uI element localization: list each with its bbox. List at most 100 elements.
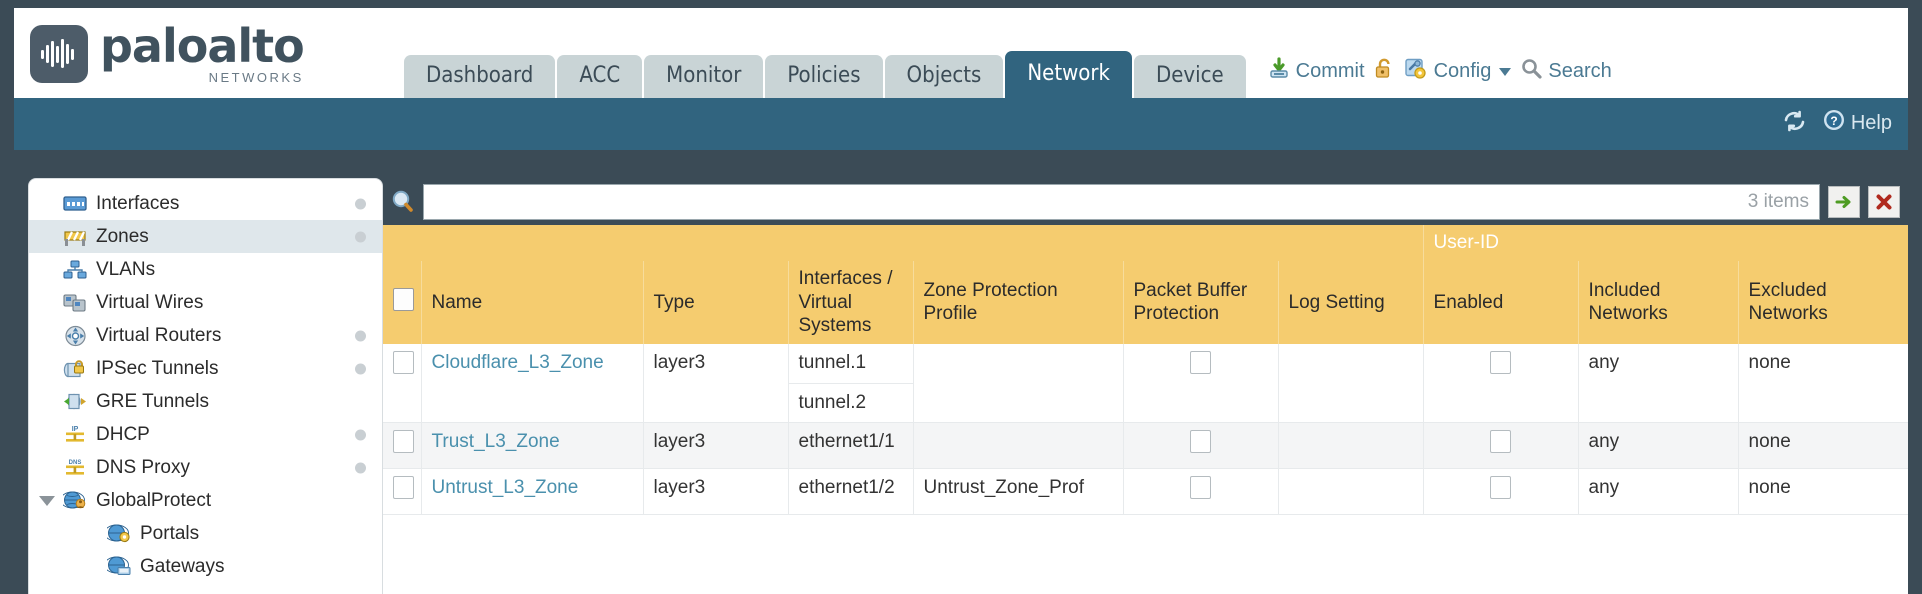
interface-entry: ethernet1/1 [798, 431, 895, 453]
interface-entry: tunnel.1 [788, 344, 913, 384]
cell-name: Cloudflare_L3_Zone [421, 344, 644, 424]
sidebar-item-label: Virtual Wires [96, 291, 204, 313]
brand-logo[interactable]: paloalto NETWORKS [14, 23, 404, 98]
sidebar-item-interfaces[interactable]: Interfaces [29, 187, 382, 220]
cell-type: layer3 [643, 344, 789, 424]
zone-name-link[interactable]: Trust_L3_Zone [431, 431, 560, 453]
commit-icon [1268, 57, 1291, 86]
column-header-interfaces-virtual-systems[interactable]: Interfaces / Virtual Systems [788, 260, 914, 344]
column-header-log-setting[interactable]: Log Setting [1278, 260, 1424, 344]
config-menu[interactable]: Config [1404, 57, 1512, 86]
config-icon [1404, 57, 1429, 86]
cell-log-setting [1278, 422, 1424, 470]
interface-entry: ethernet1/2 [798, 477, 895, 499]
sidebar-item-gateways[interactable]: Gateways [29, 550, 382, 583]
help-link[interactable]: ? Help [1822, 108, 1892, 138]
apply-filter-button[interactable] [1828, 185, 1860, 218]
dns-proxy-icon: DNS [63, 457, 87, 478]
sidebar-item-label: Virtual Routers [96, 324, 222, 346]
search-magnifier-icon[interactable] [389, 188, 417, 216]
sidebar-item-vlans[interactable]: VLANs [29, 253, 382, 286]
sidebar-item-ipsec-tunnels[interactable]: IPSec Tunnels [29, 352, 382, 385]
nav-tab-acc[interactable]: ACC [557, 54, 643, 98]
nav-tab-dashboard[interactable]: Dashboard [404, 54, 556, 98]
header-tools: Commit [1268, 57, 1612, 98]
userid-enabled-checkbox[interactable] [1490, 351, 1512, 374]
row-select-checkbox[interactable] [393, 430, 414, 454]
search-toolbar: 3 items [383, 178, 1908, 225]
cell-name: Trust_L3_Zone [421, 422, 644, 470]
column-header-zone-protection-profile[interactable]: Zone Protection Profile [913, 260, 1124, 344]
row-select-checkbox[interactable] [393, 476, 414, 500]
cell-included-networks: any [1578, 344, 1739, 424]
column-header-enabled[interactable]: Enabled [1423, 260, 1579, 344]
sidebar-item-status-dot [355, 330, 366, 341]
sidebar-item-virtual-wires[interactable]: Virtual Wires [29, 286, 382, 319]
sub-toolbar-actions: ? Help [1781, 108, 1892, 138]
column-header-name[interactable]: Name [421, 260, 644, 344]
gateways-icon [107, 556, 131, 577]
svg-text:DNS: DNS [69, 460, 82, 466]
main-content: 3 items [383, 178, 1908, 594]
tree-expand-arrow-icon[interactable] [39, 495, 55, 506]
packet-buffer-protection-checkbox[interactable] [1190, 351, 1211, 374]
dhcp-icon: IP [63, 424, 87, 445]
sidebar-item-portals[interactable]: Portals [29, 517, 382, 550]
cell-packet-buffer-protection [1123, 468, 1279, 515]
sub-toolbar: ? Help [14, 98, 1908, 150]
sidebar-item-gre-tunnels[interactable]: GRE Tunnels [29, 385, 382, 418]
lock-button[interactable] [1374, 57, 1395, 86]
nav-tab-objects[interactable]: Objects [884, 54, 1004, 98]
column-header-packet-buffer-protection[interactable]: Packet Buffer Protection [1123, 260, 1279, 344]
column-header-type[interactable]: Type [643, 260, 789, 344]
column-header-included-networks[interactable]: Included Networks [1578, 260, 1739, 344]
userid-enabled-checkbox[interactable] [1490, 476, 1512, 500]
sidebar-item-globalprotect[interactable]: GlobalProtect [29, 484, 382, 517]
search-button[interactable]: Search [1520, 57, 1612, 86]
nav-tab-policies[interactable]: Policies [765, 54, 883, 98]
column-header-excluded-networks[interactable]: Excluded Networks [1738, 260, 1908, 344]
table-empty-cell [383, 514, 1908, 594]
cell-zone-protection-profile: Untrust_Zone_Prof [913, 468, 1124, 515]
clear-filter-button[interactable] [1868, 185, 1900, 218]
packet-buffer-protection-checkbox[interactable] [1190, 430, 1211, 454]
chevron-down-icon [1499, 67, 1512, 76]
sidebar-item-label: Interfaces [96, 192, 180, 214]
search-input[interactable] [424, 190, 1748, 213]
zone-name-link[interactable]: Cloudflare_L3_Zone [431, 352, 604, 373]
row-select-checkbox[interactable] [393, 351, 414, 374]
paloalto-logo-icon [30, 24, 88, 83]
cell-packet-buffer-protection [1123, 344, 1279, 424]
search-label: Search [1548, 60, 1612, 82]
sidebar-item-zones[interactable]: Zones [29, 220, 382, 253]
zone-name-link[interactable]: Untrust_L3_Zone [431, 477, 579, 499]
group-header-row: User-ID [383, 225, 1908, 261]
cell-included-networks: any [1578, 468, 1739, 515]
commit-button[interactable]: Commit [1268, 57, 1365, 86]
cell-interfaces: ethernet1/1 [788, 422, 914, 470]
userid-enabled-checkbox[interactable] [1490, 430, 1512, 454]
sidebar-item-label: Portals [140, 522, 200, 544]
help-label: Help [1850, 111, 1892, 134]
refresh-icon[interactable] [1781, 109, 1808, 138]
select-all-checkbox[interactable] [393, 287, 414, 311]
nav-tab-device[interactable]: Device [1133, 54, 1246, 98]
nav-tab-network[interactable]: Network [1005, 50, 1132, 98]
virtual-routers-icon [63, 325, 87, 346]
help-icon: ? [1822, 108, 1846, 138]
brand-name: paloalto [100, 19, 305, 73]
packet-buffer-protection-checkbox[interactable] [1190, 476, 1211, 500]
select-all-header-cell [383, 260, 422, 344]
nav-tab-monitor[interactable]: Monitor [644, 54, 764, 98]
row-select-cell [383, 468, 422, 515]
sidebar-item-virtual-routers[interactable]: Virtual Routers [29, 319, 382, 352]
